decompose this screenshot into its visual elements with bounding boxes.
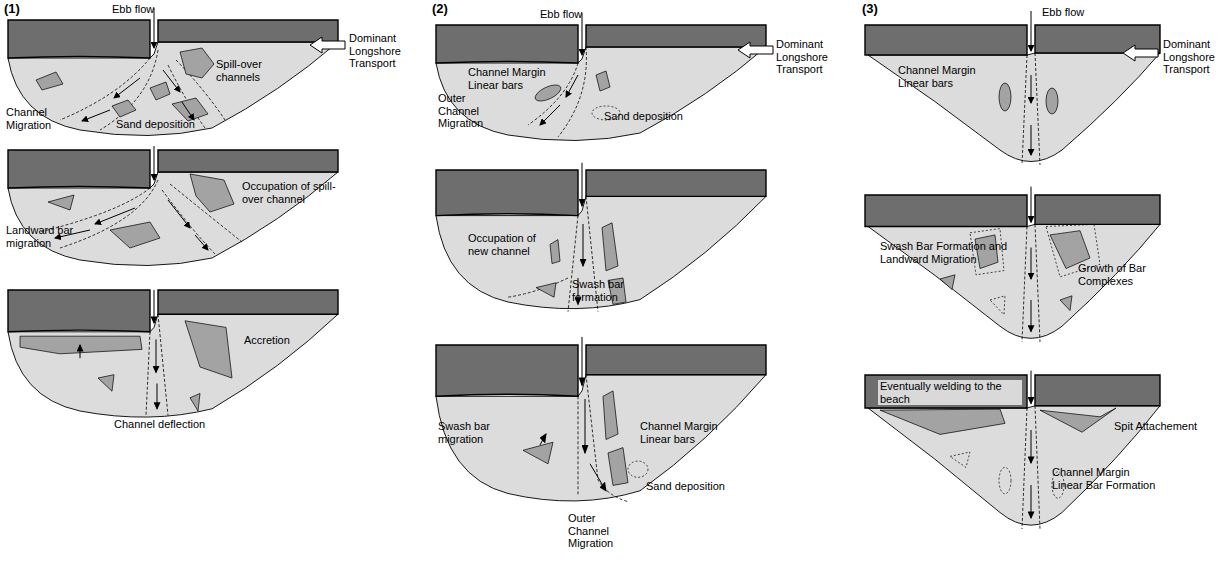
annotation-label: Channel Margin Linear Bar Formation <box>1052 466 1162 491</box>
annotation-label: Occupation of spill-over channel <box>242 180 342 205</box>
stage-3c <box>865 371 1160 529</box>
stage-1c <box>8 290 338 417</box>
annotation-label: Channel Margin Linear bars <box>898 64 978 89</box>
annotation-label: Ebb flow <box>540 8 582 21</box>
stage-2b <box>436 163 766 312</box>
annotation-label: Dominant Longshore Transport <box>1163 38 1221 76</box>
annotation-label: Channel Margin Linear bars <box>468 66 548 91</box>
annotation-label: Ebb flow <box>1042 6 1084 19</box>
annotation-label: Landward bar migration <box>6 224 76 249</box>
annotation-label: Eventually welding to the beach <box>878 380 1022 405</box>
annotation-label: Ebb flow <box>112 3 154 16</box>
annotation-label: Dominant Longshore Transport <box>776 38 834 76</box>
stage-3a <box>865 11 1160 165</box>
panel-number: (1) <box>4 2 20 17</box>
annotation-label: Swash bar formation <box>572 278 632 303</box>
annotation-label: Sand deposition <box>646 480 725 493</box>
annotation-label: Occupation of new channel <box>468 232 548 257</box>
annotation-label: Outer Channel Migration <box>438 92 493 130</box>
annotation-label: Accretion <box>244 334 290 347</box>
annotation-label: Channel Margin Linear bars <box>640 420 720 445</box>
panel-number: (2) <box>432 2 448 17</box>
stage-2a <box>436 13 773 141</box>
stage-1a <box>8 8 345 136</box>
stage-2c <box>436 337 766 502</box>
annotation-label: Spill-over channels <box>216 58 286 83</box>
annotation-label: Dominant Longshore Transport <box>349 32 409 70</box>
annotation-label: Outer Channel Migration <box>568 512 628 550</box>
stage-3b <box>865 187 1160 342</box>
annotation-label: Swash Bar Formation and Landward Migrati… <box>880 240 1020 265</box>
annotation-label: Swash bar migration <box>438 420 500 445</box>
annotation-label: Sand deposition <box>604 110 683 123</box>
annotation-label: Growth of Bar Complexes <box>1078 262 1158 287</box>
annotation-label: Sand deposition <box>116 118 195 131</box>
annotation-label: Spit Attachement <box>1114 420 1197 433</box>
annotation-label: Channel Migration <box>6 106 66 131</box>
panel-number: (3) <box>862 2 878 17</box>
stage-1b <box>8 146 338 266</box>
annotation-label: Channel deflection <box>114 418 205 431</box>
